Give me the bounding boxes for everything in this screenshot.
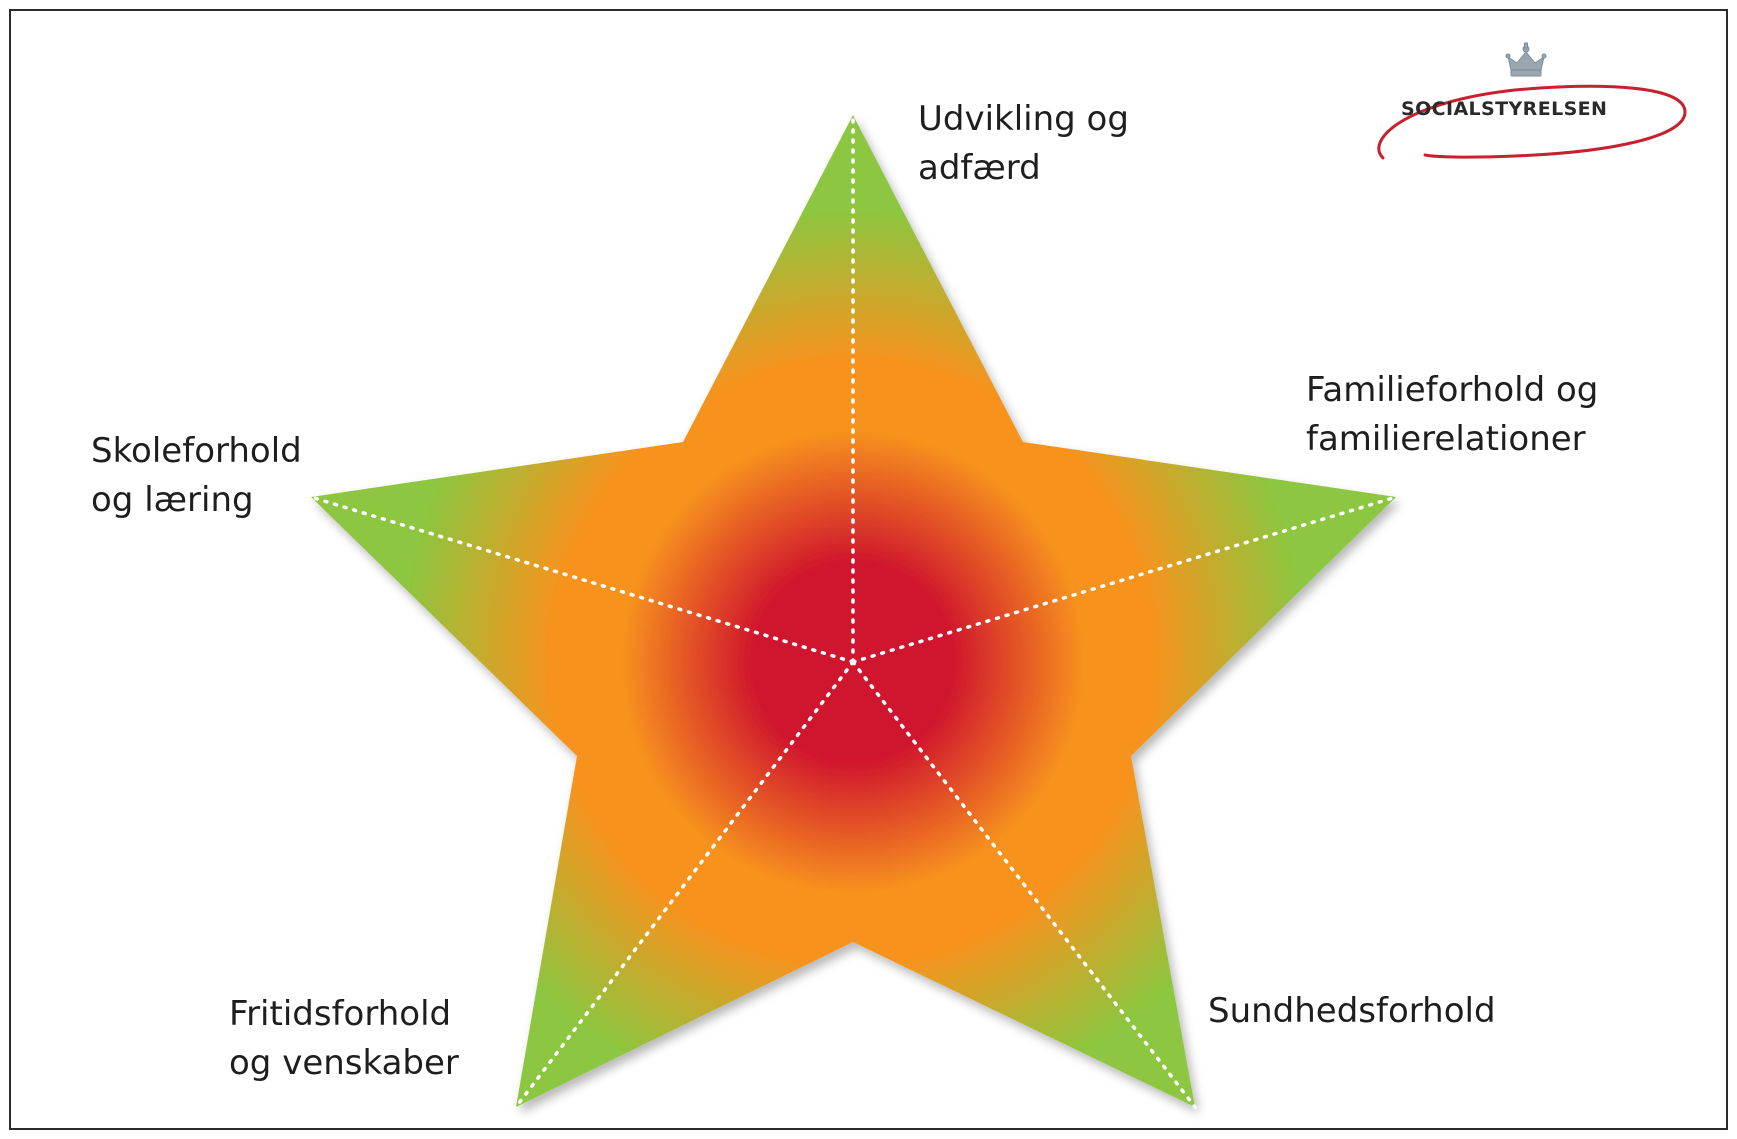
label-skole: Skoleforhold og læring [91,427,302,525]
spoke-sundhed [851,660,1197,1109]
logo-text: SOCIALSTYRELSEN [1401,98,1608,120]
label-fritid-line2: og venskaber [229,1043,459,1083]
label-familie-line1: Familieforhold og [1306,370,1599,410]
label-skole-line2: og læring [91,480,254,520]
socialstyrelsen-logo [1377,42,1687,160]
label-udvikling: Udvikling og adfærd [918,95,1129,193]
label-familie: Familieforhold og familierelationer [1306,366,1598,464]
label-udvikling-line1: Udvikling og [918,99,1129,139]
spoke-fritid [514,660,855,1109]
label-skole-line1: Skoleforhold [91,431,302,471]
label-fritid-line1: Fritidsforhold [229,994,452,1034]
label-sundhed-line1: Sundhedsforhold [1208,991,1496,1031]
label-udvikling-line2: adfærd [918,148,1041,188]
logo-swoosh [1377,84,1687,160]
spoke-familie [851,495,1398,664]
label-fritid: Fritidsforhold og venskaber [229,990,459,1088]
spoke-skole [309,495,855,664]
label-familie-line2: familierelationer [1306,419,1586,459]
crown-icon [1505,42,1547,77]
label-sundhed: Sundhedsforhold [1208,987,1496,1036]
dotted-spokes [309,113,1398,1109]
